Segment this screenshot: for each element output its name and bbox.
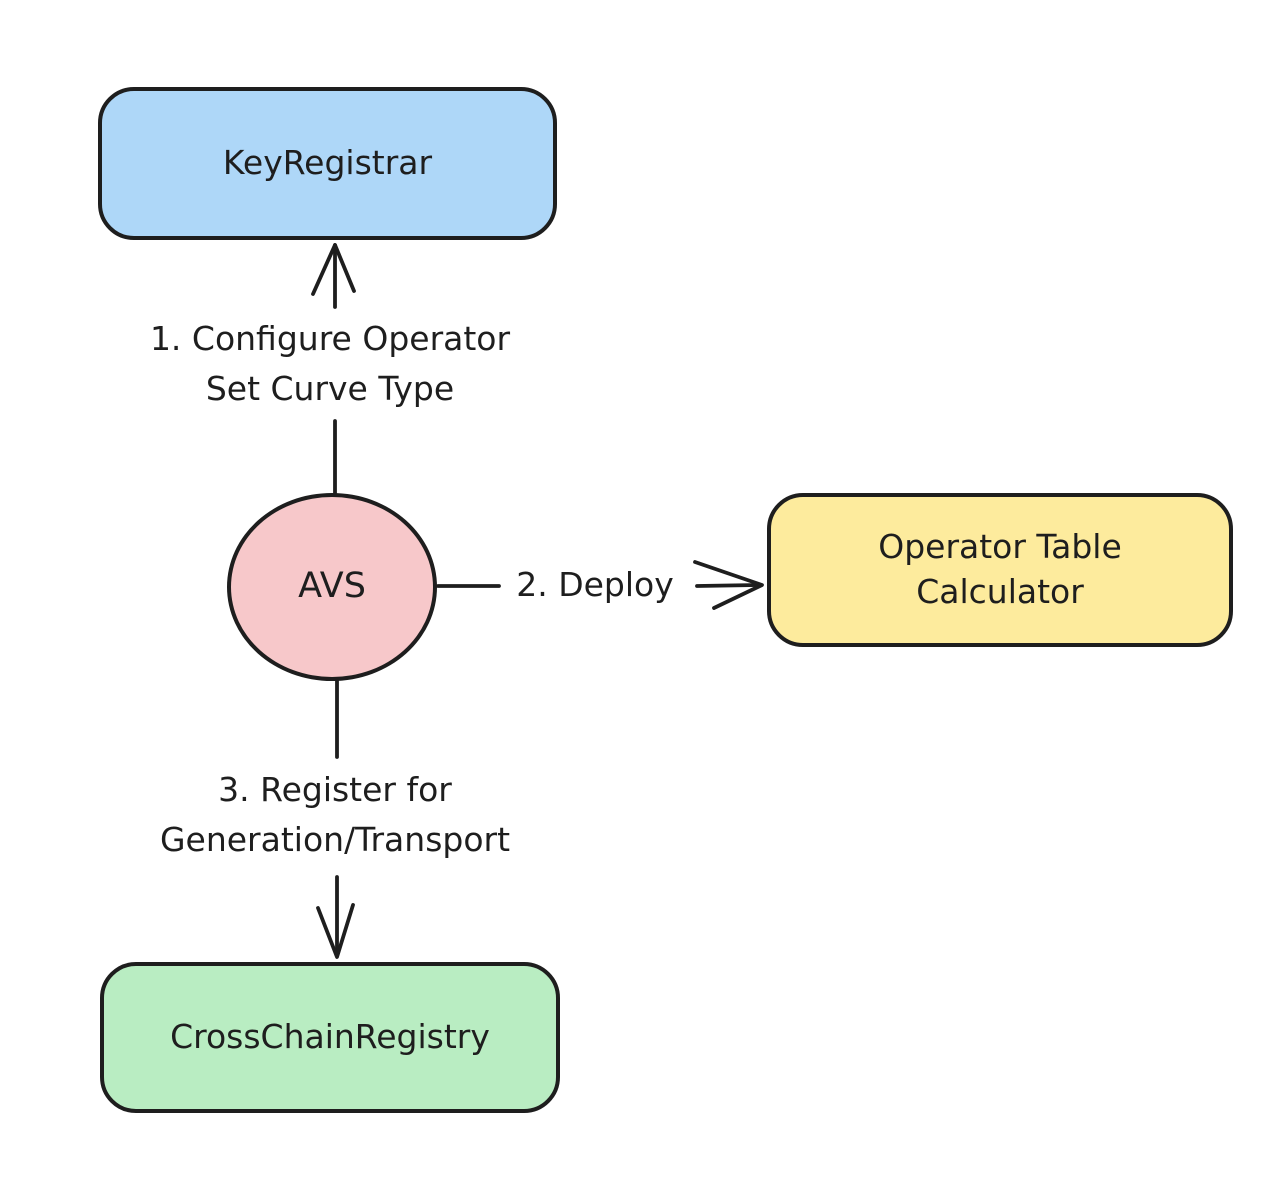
node-operator-table-calculator: Operator Table Calculator xyxy=(767,493,1233,647)
node-cross-chain-registry-label: CrossChainRegistry xyxy=(170,1017,490,1057)
node-cross-chain-registry: CrossChainRegistry xyxy=(100,962,560,1113)
arrowhead-right-icon xyxy=(693,560,764,610)
node-operator-table-calculator-label: Operator Table Calculator xyxy=(878,527,1122,611)
arrowhead-up-icon xyxy=(311,243,356,296)
edge-label-register-for-generation-transport: 3. Register for Generation/Transport xyxy=(159,770,511,859)
edge-register-arrow xyxy=(316,679,355,959)
node-avs: AVS xyxy=(227,493,437,681)
edge-label-configure-operator-set-curve-type: 1. Configure Operator Set Curve Type xyxy=(149,319,511,408)
node-avs-label: AVS xyxy=(298,566,366,607)
edge-configure-arrow xyxy=(311,243,356,495)
arrowhead-down-icon xyxy=(316,903,355,959)
node-key-registrar-label: KeyRegistrar xyxy=(222,143,433,183)
edge-deploy-arrow xyxy=(436,560,764,610)
node-key-registrar: KeyRegistrar xyxy=(98,87,557,240)
edge-label-deploy: 2. Deploy xyxy=(516,565,674,604)
